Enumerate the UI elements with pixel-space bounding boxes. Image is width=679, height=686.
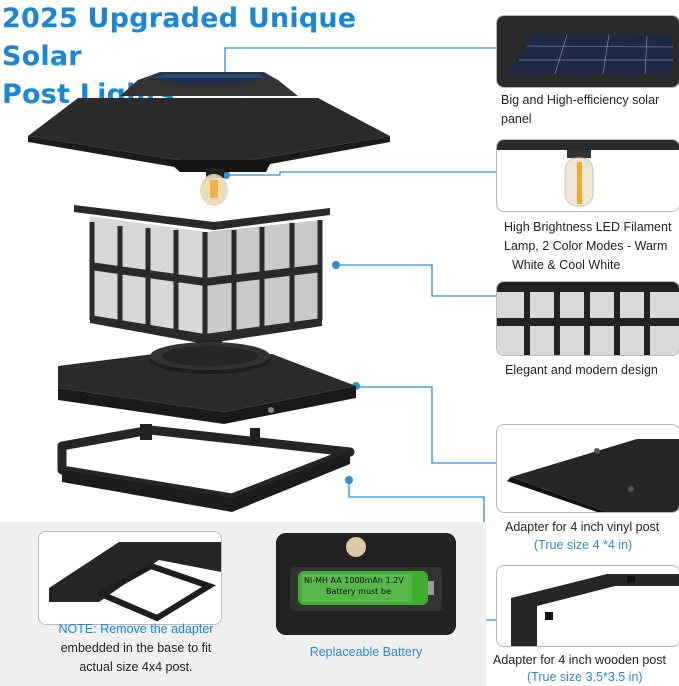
leader-lamp (226, 171, 496, 176)
subcaption-wooden-adapter: (True size 3.5*3.5 in) (527, 670, 643, 684)
lantern-closeup (497, 282, 679, 355)
leader-lines (224, 47, 496, 621)
caption-wooden-adapter: Adapter for 4 inch wooden post (493, 653, 667, 667)
caption-vinyl-adapter: Adapter for 4 inch vinyl post (505, 520, 660, 534)
feature-panel-design (496, 281, 679, 356)
embedded-adapter-closeup (39, 532, 221, 624)
leader-wooden (348, 480, 496, 621)
feature-panel-vinyl-adapter (496, 424, 679, 513)
adapter-frame (57, 424, 355, 512)
leader-design (336, 264, 496, 297)
leader-vinyl (356, 386, 496, 464)
led-bulb (200, 168, 228, 206)
battery-compartment (276, 533, 456, 635)
lantern-cage (74, 205, 330, 350)
solar-panel-closeup (497, 16, 679, 87)
caption-design: Elegant and modern design (505, 363, 658, 377)
battery-panel: Ni-MH AA 1000mAh 1.2V Battery must be (276, 533, 456, 635)
note-panel (38, 531, 222, 625)
caption-solar: Big and High-efficiency solar panel (501, 93, 660, 126)
note-text: NOTE: Remove the adapter embedded in the… (58, 622, 214, 674)
lamp-base (58, 342, 356, 424)
vinyl-adapter-closeup (507, 439, 679, 512)
lamp-roof (28, 72, 390, 174)
filament-bulb-closeup (497, 140, 679, 207)
feature-panel-solar (496, 15, 679, 88)
subcaption-vinyl-adapter: (True size 4 *4 in) (534, 538, 633, 552)
caption-battery: Replaceable Battery (309, 645, 423, 659)
wooden-adapter-closeup (511, 574, 679, 646)
caption-lamp: High Brightness LED Filament Lamp, 2 Col… (504, 220, 672, 272)
feature-panel-wooden-adapter (496, 565, 679, 647)
battery-label: Ni-MH AA 1000mAh 1.2V Battery must be (304, 576, 404, 596)
feature-panel-lamp (496, 139, 679, 212)
leader-solar (224, 47, 496, 75)
